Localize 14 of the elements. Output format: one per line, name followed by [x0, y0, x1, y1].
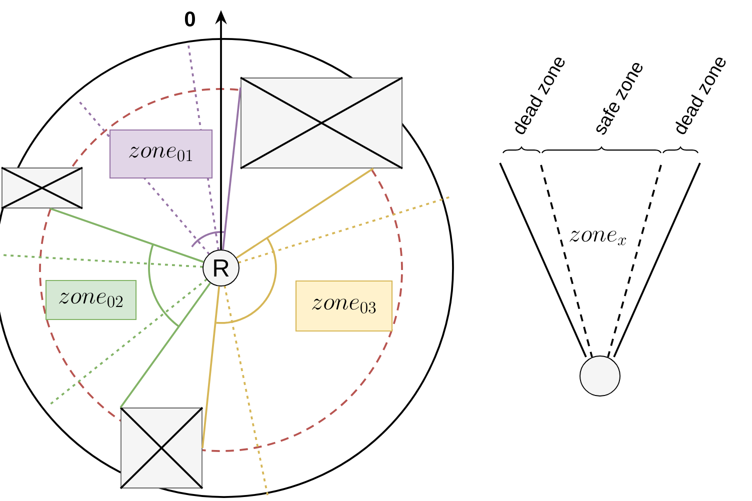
sight-line [236, 168, 374, 259]
zone-label: $zone_x$ [570, 230, 626, 246]
sight-line [50, 208, 204, 263]
zone-label-box: $zone_{01}$ [109, 129, 213, 179]
robot-circle [580, 356, 620, 396]
zone-label-box: $zone_{03}$ [295, 280, 393, 332]
heading-label: 0 [184, 12, 195, 26]
zone-label-box: $zone_{02}$ [45, 280, 137, 320]
obstacle-box [240, 76, 403, 170]
sight-line [202, 286, 220, 448]
obstacle-box [1, 166, 83, 210]
sight-line [222, 87, 242, 250]
sight-line [120, 282, 211, 408]
obstacle-box [120, 406, 204, 490]
